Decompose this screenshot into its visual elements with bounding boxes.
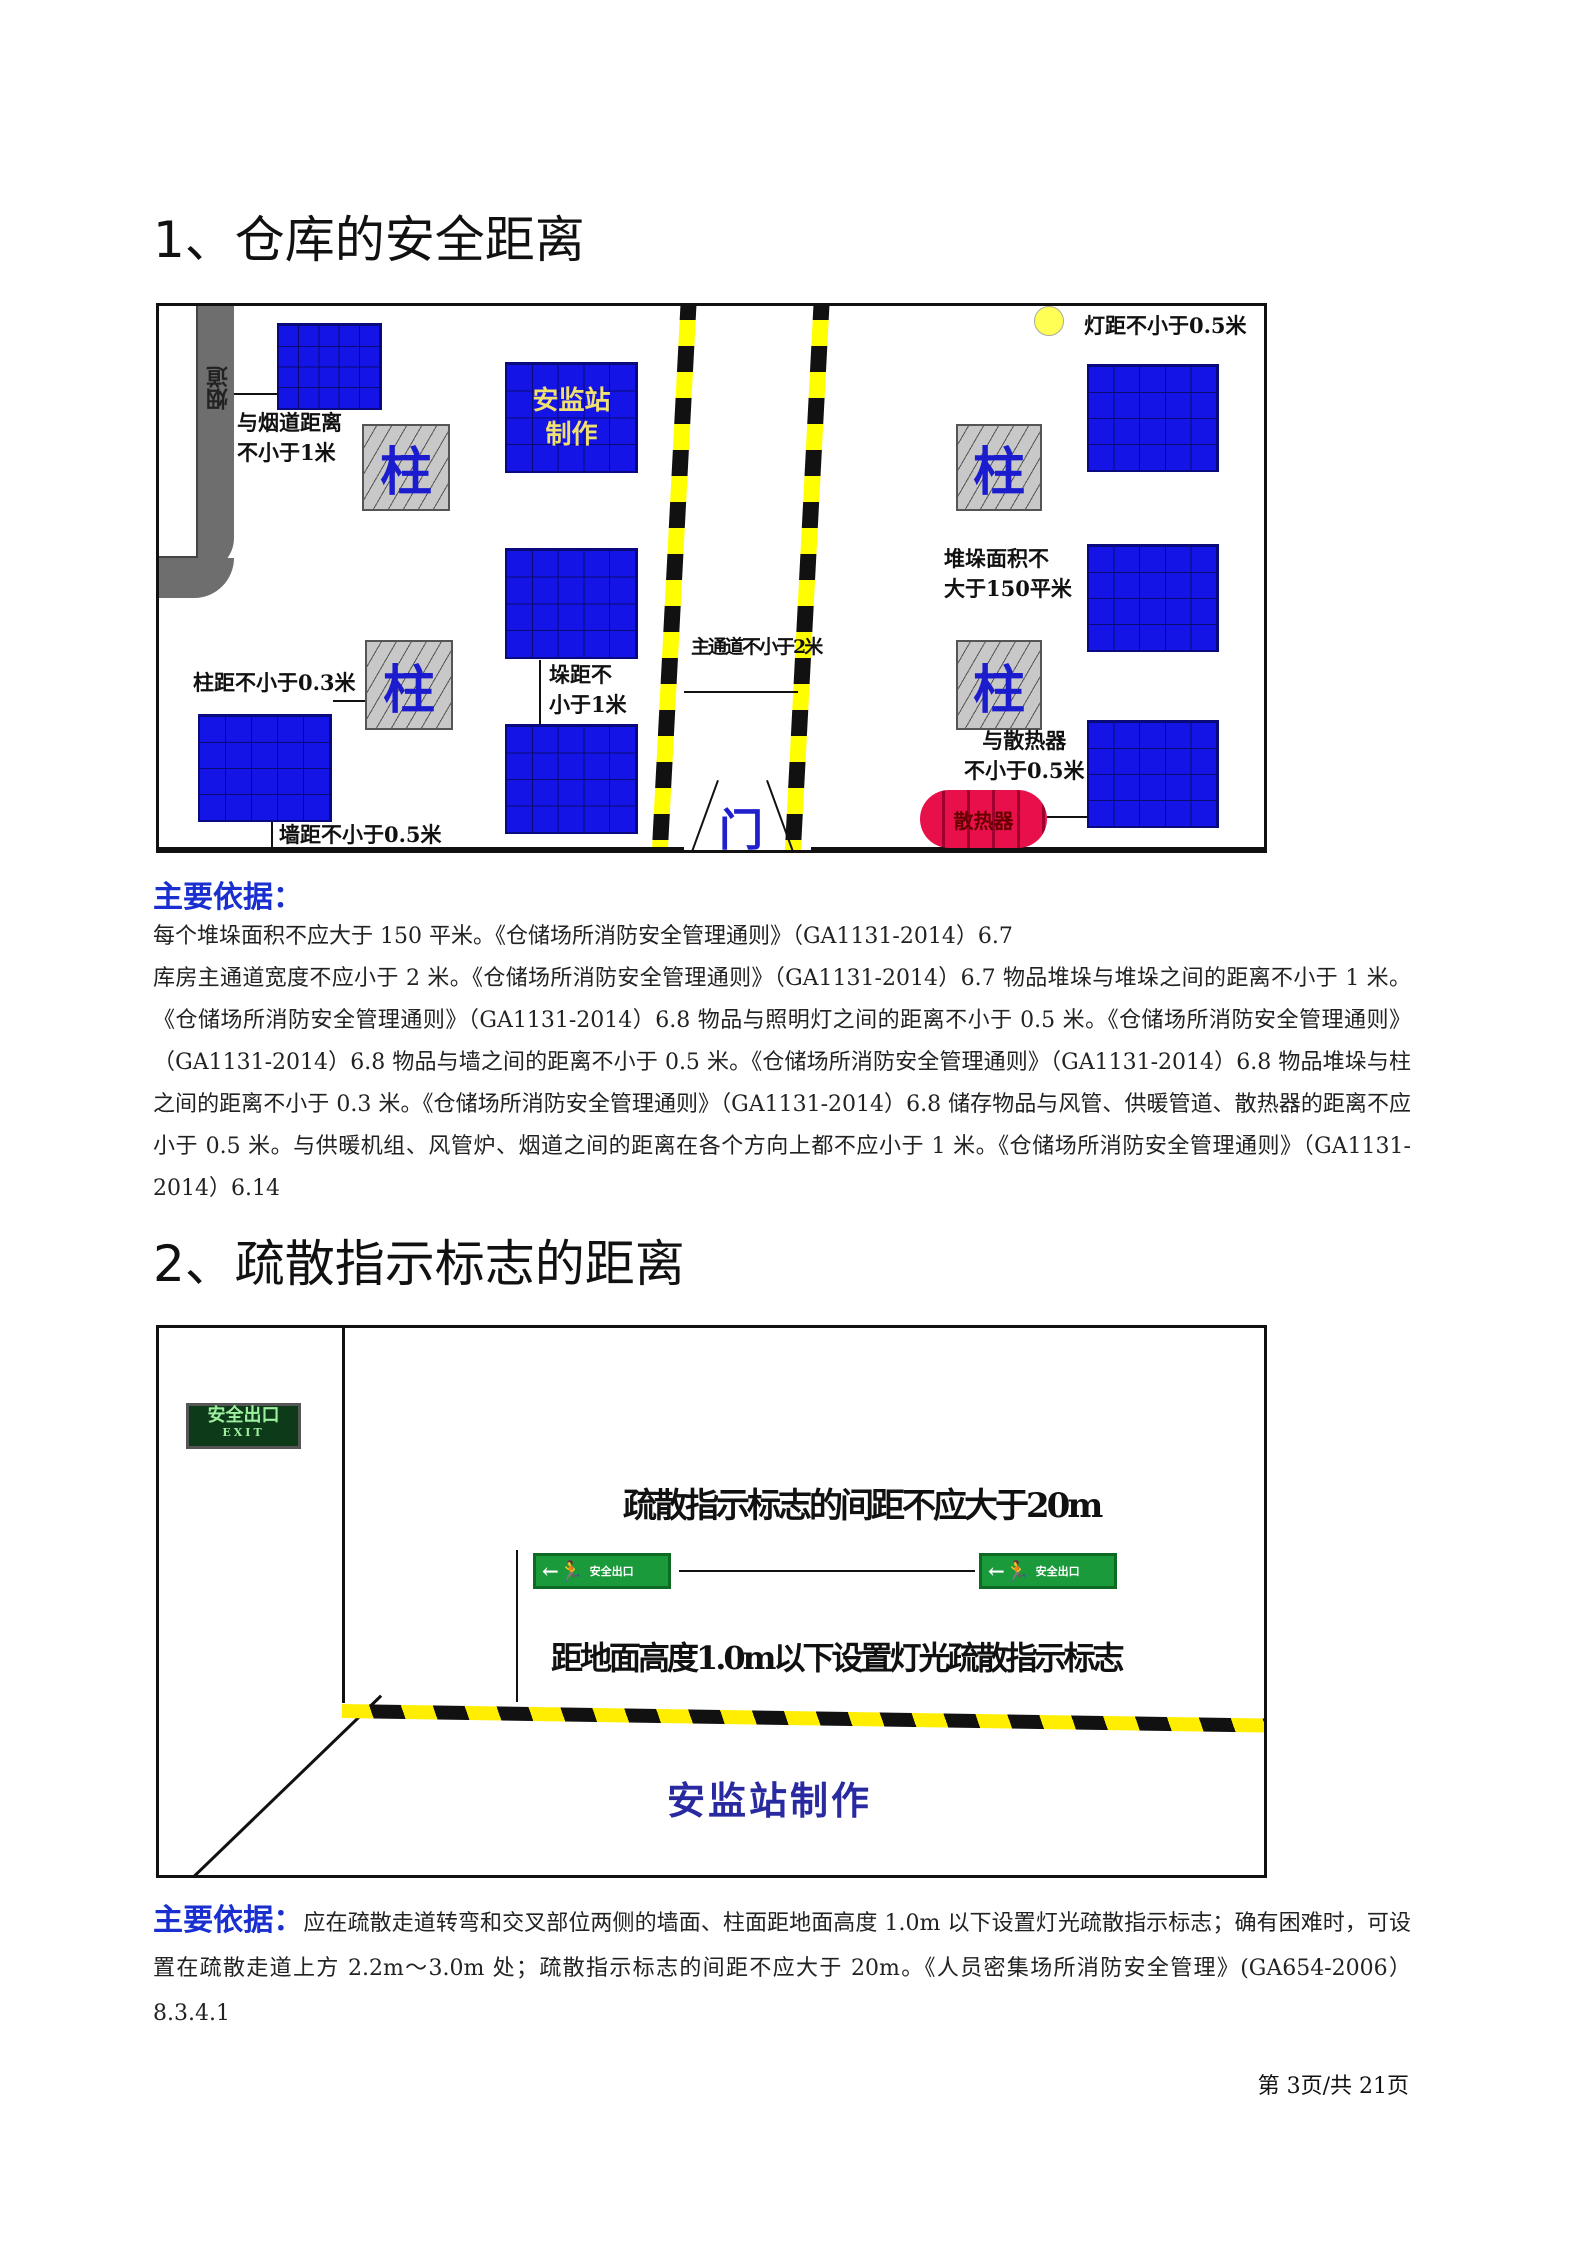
label-line: 不小于0.5米 xyxy=(964,758,1085,783)
evacuation-sign-left: ←🏃 安全出口 xyxy=(533,1553,671,1589)
column-distance-label: 柱距不小于0.3米 xyxy=(193,670,356,695)
goods-stack xyxy=(277,323,382,410)
column: 柱 xyxy=(365,640,453,730)
spacing-arrow xyxy=(679,1570,975,1572)
lamp-icon xyxy=(1034,306,1064,336)
label-line: 小于1米 xyxy=(549,692,627,717)
spacing-text: 疏散指示标志的间距不应大于20m xyxy=(623,1486,1103,1526)
basis-line: 每个堆垛面积不应大于 150 平米。《仓储场所消防安全管理通则》（GA1131-… xyxy=(153,924,1013,949)
wall-sign-text: 安全出口 xyxy=(207,1405,280,1426)
radiator-distance-label: 与散热器不小于0.5米 xyxy=(964,726,1085,786)
label-line: 大于150平米 xyxy=(944,576,1072,601)
column: 柱 xyxy=(956,640,1042,730)
exit-arrow-icon: ←🏃 xyxy=(988,1559,1030,1583)
watermark-line: 安监站 xyxy=(532,385,611,416)
aisle-width-arrow xyxy=(684,691,798,693)
sign-text: 安全出口 xyxy=(1035,1565,1080,1578)
stack-distance-label: 垛距不小于1米 xyxy=(549,660,627,720)
label-line: 不小于1米 xyxy=(237,440,336,465)
basis-text: 应在疏散走道转弯和交叉部位两侧的墙面、柱面距地面高度 1.0m 以下设置灯光疏散… xyxy=(153,1911,1412,2026)
basis-paragraph-2: 主要依据：应在疏散走道转弯和交叉部位两侧的墙面、柱面距地面高度 1.0m 以下设… xyxy=(153,1898,1411,2036)
goods-stack-watermark: 安监站 制作 xyxy=(505,362,638,473)
floor-corner-line xyxy=(185,1694,383,1875)
column: 柱 xyxy=(362,424,450,511)
distance-arrow xyxy=(333,700,365,702)
chimney xyxy=(198,306,234,572)
warehouse-distance-diagram: 烟道 柱 安监站 制作 柱 与烟道距离不小于1米 柱距不小于0.3米 垛距不小于… xyxy=(156,303,1267,853)
goods-stack xyxy=(505,548,638,659)
basis-title: 主要依据： xyxy=(153,1903,304,1938)
chimney-label: 烟道 xyxy=(206,366,232,410)
sign-text: 安全出口 xyxy=(589,1565,634,1578)
height-text: 距地面高度1.0m以下设置灯光疏散指示标志 xyxy=(551,1639,1125,1677)
aisle-stripe-right xyxy=(784,306,830,850)
goods-stack xyxy=(198,714,332,822)
radiator: 散热器 xyxy=(920,790,1047,848)
floor-stripe xyxy=(341,1704,1264,1733)
distance-arrow xyxy=(539,660,541,724)
height-arrow xyxy=(516,1550,518,1702)
aisle-stripe-left xyxy=(651,306,697,850)
door-label: 门 xyxy=(719,805,763,853)
lamp-distance-label: 灯距不小于0.5米 xyxy=(1084,313,1247,338)
evacuation-sign-diagram: 安全出口 EXIT 疏散指示标志的间距不应大于20m ←🏃 安全出口 ←🏃 安全出口… xyxy=(156,1325,1267,1878)
page-number: 第 3页/共 21页 xyxy=(1257,2074,1409,2099)
label-line: 垛距不 xyxy=(549,662,612,687)
column: 柱 xyxy=(956,424,1042,511)
main-aisle-label: 主通道不小于2米 xyxy=(691,636,823,658)
basis-text: 库房主通道宽度不应小于 2 米。《仓储场所消防安全管理通则》（GA1131-20… xyxy=(153,966,1411,1201)
goods-stack xyxy=(505,724,638,834)
wall-sign-exit: EXIT xyxy=(222,1426,265,1439)
goods-stack xyxy=(1087,720,1219,828)
distance-arrow xyxy=(234,393,277,395)
basis-title: 主要依据： xyxy=(153,880,303,915)
chimney-bottom xyxy=(159,558,234,598)
watermark-line: 制作 xyxy=(545,419,598,450)
section-heading-warehouse: 1、仓库的安全距离 xyxy=(153,211,585,269)
label-line: 堆垛面积不 xyxy=(944,546,1049,571)
distance-arrow xyxy=(1047,816,1087,818)
wall-exit-sign: 安全出口 EXIT xyxy=(186,1403,301,1449)
wall-distance-label: 墙距不小于0.5米 xyxy=(279,822,442,847)
goods-stack xyxy=(1087,364,1219,472)
chimney-distance-label: 与烟道距离不小于1米 xyxy=(237,408,342,468)
label-line: 与散热器 xyxy=(982,728,1067,753)
evacuation-sign-right: ←🏃 安全出口 xyxy=(979,1553,1117,1589)
section-heading-evacuation: 2、疏散指示标志的距离 xyxy=(153,1235,685,1293)
label-line: 与烟道距离 xyxy=(237,410,342,435)
radiator-label: 散热器 xyxy=(953,808,1014,833)
stack-area-label: 堆垛面积不大于150平米 xyxy=(944,544,1072,604)
distance-arrow xyxy=(271,822,273,850)
watermark: 安监站制作 xyxy=(667,1778,873,1823)
exit-arrow-icon: ←🏃 xyxy=(542,1559,584,1583)
goods-stack xyxy=(1087,544,1219,652)
wall-corner-line xyxy=(342,1328,345,1703)
